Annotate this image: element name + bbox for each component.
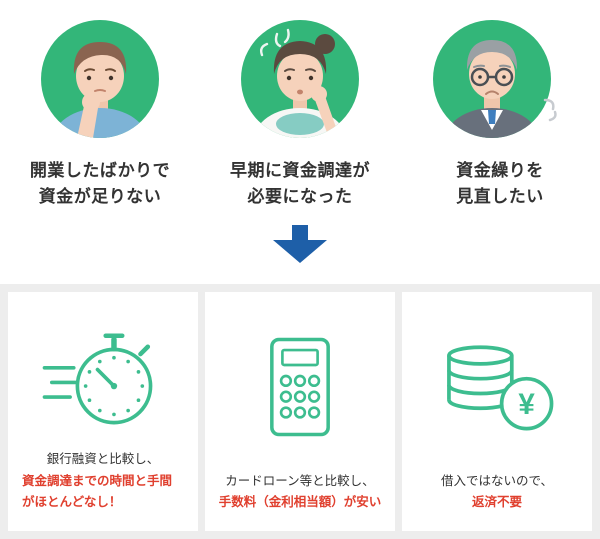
- benefit-text: 借入ではないので、 返済不要: [412, 471, 582, 514]
- benefit-card-speed: 銀行融資と比較し、 資金調達までの時間と手間 がほとんどなし！: [8, 291, 198, 531]
- benefit-card-low-fee: カードローン等と比較し、 手数料（金利相当額）が安い: [205, 291, 395, 531]
- benefit-lead: 銀行融資と比較し、: [46, 452, 160, 467]
- icon-area: ¥: [412, 312, 582, 463]
- icon-area: [215, 312, 385, 463]
- benefit-card-no-repayment: ¥ 借入ではないので、 返済不要: [402, 291, 592, 531]
- benefit-lead: カードローン等と比較し、: [225, 473, 375, 488]
- avatar: [241, 18, 359, 140]
- woman-worried-illustration: [241, 20, 359, 138]
- avatar: [433, 18, 567, 140]
- benefit-highlight: 返済不要: [471, 494, 522, 509]
- persona-cashflow: 資金繰りを 見直したい: [400, 18, 600, 211]
- persona-caption: 資金繰りを 見直したい: [456, 161, 544, 207]
- young-man-thinking-illustration: [41, 20, 159, 138]
- benefit-text: カードローン等と比較し、 手数料（金利相当額）が安い: [215, 471, 385, 514]
- benefit-highlight: 資金調達までの時間と手間 がほとんどなし！: [22, 473, 173, 509]
- benefit-highlight: 手数料（金利相当額）が安い: [218, 494, 382, 509]
- transition-arrow: [0, 224, 600, 268]
- calculator-icon: [270, 337, 330, 437]
- persona-early-funding: 早期に資金調達が 必要になった: [200, 18, 400, 211]
- coin-stack-yen-icon: ¥: [447, 345, 554, 431]
- stopwatch-icon: [42, 333, 153, 425]
- down-arrow-icon: [273, 224, 327, 263]
- persona-new-business: 開業したばかりで 資金が足りない: [0, 18, 200, 211]
- personas-section: 開業したばかりで 資金が足りない: [0, 0, 600, 211]
- persona-caption: 早期に資金調達が 必要になった: [230, 161, 370, 207]
- avatar: [41, 18, 159, 140]
- icon-area: [18, 312, 188, 442]
- persona-caption: 開業したばかりで 資金が足りない: [29, 161, 171, 207]
- svg-text:¥: ¥: [518, 388, 535, 421]
- benefit-lead: 借入ではないので、: [440, 473, 553, 488]
- older-man-glasses-illustration: [433, 20, 557, 138]
- benefits-section: 銀行融資と比較し、 資金調達までの時間と手間 がほとんどなし！ カードローン等と: [0, 283, 600, 539]
- benefit-text: 銀行融資と比較し、 資金調達までの時間と手間 がほとんどなし！: [18, 449, 188, 513]
